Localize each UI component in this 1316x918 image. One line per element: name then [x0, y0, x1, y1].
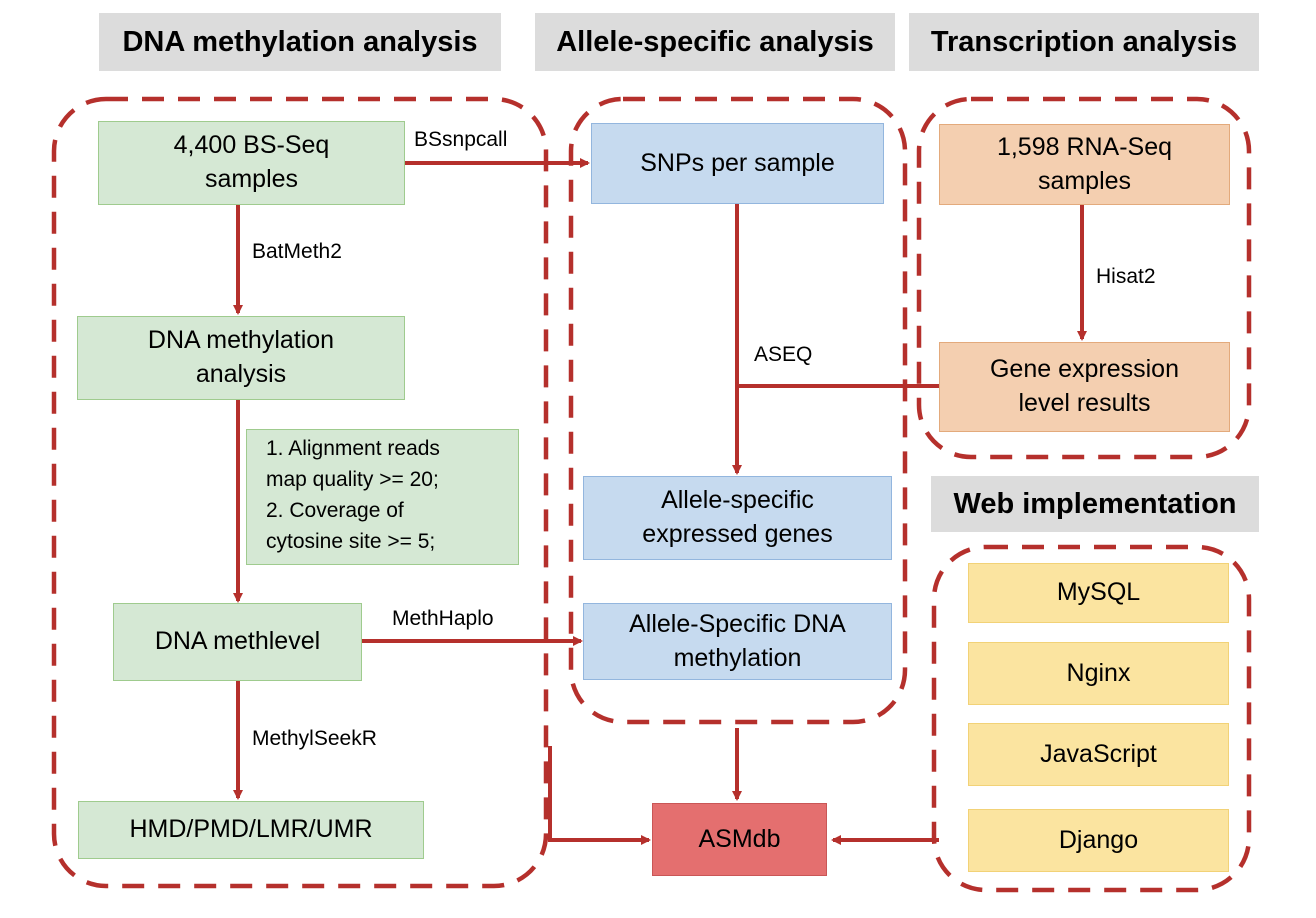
node-dna-methlevel: DNA methlevel — [113, 603, 362, 681]
web-item-javascript: JavaScript — [968, 723, 1229, 786]
edge-label-methylseekr: MethylSeekR — [252, 727, 377, 750]
allele-group-outline — [568, 96, 908, 725]
node-allele-specific-dna-methylation: Allele-Specific DNA methylation — [583, 603, 892, 680]
header-web-implementation: Web implementation — [931, 476, 1259, 532]
web-item-nginx: Nginx — [968, 642, 1229, 705]
header-transcription: Transcription analysis — [909, 13, 1259, 71]
filter-criteria-note: 1. Alignment reads map quality >= 20; 2.… — [246, 429, 519, 565]
edge-label-bssnpcall: BSsnpcall — [414, 128, 508, 151]
node-gene-expression-results: Gene expression level results — [939, 342, 1230, 432]
dna-group-outline — [51, 96, 549, 889]
arrow-dna-group-to-asmdb — [548, 746, 651, 845]
node-allele-specific-expressed-genes: Allele-specific expressed genes — [583, 476, 892, 560]
transcription-group-outline — [916, 96, 1252, 460]
header-allele-specific: Allele-specific analysis — [535, 13, 895, 71]
edge-label-aseq: ASEQ — [754, 343, 813, 366]
web-item-mysql: MySQL — [968, 563, 1229, 623]
node-asmdb: ASMdb — [652, 803, 827, 876]
edge-label-hisat2: Hisat2 — [1096, 265, 1156, 288]
edge-label-batmeth2: BatMeth2 — [252, 240, 342, 263]
node-rnaseq-samples: 1,598 RNA-Seq samples — [939, 124, 1230, 205]
edge-label-methhaplo: MethHaplo — [392, 607, 494, 630]
node-dna-methylation-analysis: DNA methylation analysis — [77, 316, 405, 400]
node-hmd-pmd-lmr-umr: HMD/PMD/LMR/UMR — [78, 801, 424, 859]
node-bsseq-samples: 4,400 BS-Seq samples — [98, 121, 405, 205]
node-snps-per-sample: SNPs per sample — [591, 123, 884, 204]
web-group-outline — [931, 544, 1252, 893]
web-item-django: Django — [968, 809, 1229, 872]
header-dna-methylation: DNA methylation analysis — [99, 13, 501, 71]
